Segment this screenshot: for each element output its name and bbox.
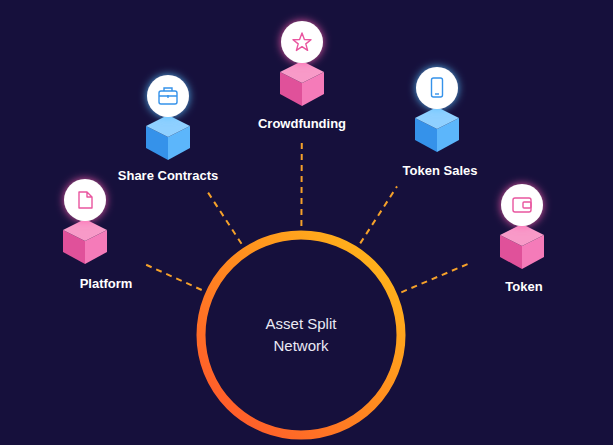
cube-node: Token Sales [387, 66, 487, 183]
node-label: Crowdfunding [258, 116, 346, 131]
cube-node: Share Contracts [111, 74, 225, 188]
hub-label: Asset Split Network [251, 313, 351, 357]
hub-circle: Asset Split Network [196, 230, 406, 440]
node-label: Token [505, 279, 542, 294]
dashed-connector [300, 140, 302, 226]
token-icon [500, 184, 544, 269]
node-label: Platform [80, 276, 133, 291]
node-label: Share Contracts [118, 168, 218, 183]
cube-node: Token [472, 183, 572, 299]
ring-outline [196, 230, 406, 440]
cube-node: Crowdfunding [251, 20, 353, 136]
node-label: Token Sales [403, 163, 478, 178]
token-sales-icon [415, 67, 459, 152]
dashed-connector [360, 186, 397, 243]
crowdfunding-icon [280, 21, 324, 106]
dashed-connector [207, 191, 241, 243]
platform-icon [63, 179, 107, 264]
dashed-connector [143, 263, 202, 290]
cube-node: Platform [31, 178, 140, 296]
share-contracts-icon [146, 75, 190, 160]
dashed-connector [401, 264, 468, 293]
